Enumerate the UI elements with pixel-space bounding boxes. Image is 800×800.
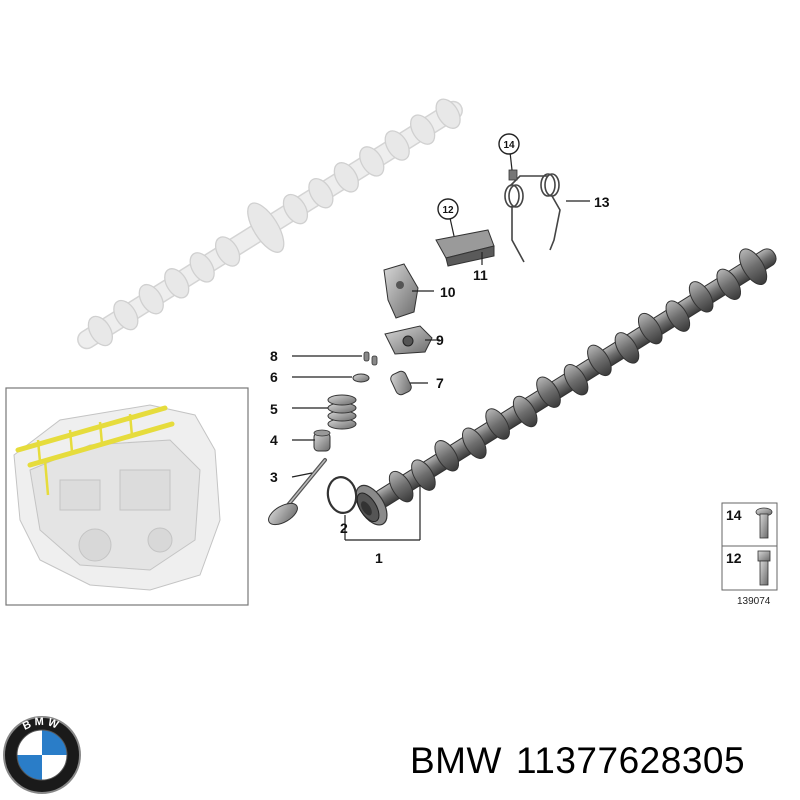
engine-inset — [5, 387, 249, 606]
bolt-14 — [508, 169, 518, 181]
callout-8: 8 — [270, 348, 278, 364]
torsion-spring — [504, 173, 561, 263]
lash-adjuster — [390, 370, 412, 396]
svg-text:14: 14 — [503, 140, 515, 151]
highlighted-camshafts — [15, 405, 175, 468]
callout-1: 1 — [375, 550, 383, 566]
callout-3: 3 — [270, 469, 278, 485]
circled-callout-12: 12 — [437, 198, 459, 220]
valve — [268, 458, 327, 526]
spring-retainer — [352, 373, 370, 383]
svg-text:12: 12 — [442, 205, 454, 216]
rocker-arm — [384, 325, 433, 355]
callout-10: 10 — [440, 284, 456, 300]
valve-keepers — [363, 351, 378, 366]
callout-11: 11 — [473, 267, 488, 283]
camshaft — [355, 248, 777, 526]
callout-7: 7 — [436, 375, 444, 391]
brand-name: BMW — [410, 740, 502, 781]
diagram-code: 139074 — [737, 596, 771, 607]
leader-lines — [291, 151, 590, 541]
brand-part-number: BMW 11377628305 — [410, 740, 795, 790]
part-number: 11377628305 — [515, 740, 746, 781]
gate-block — [435, 229, 495, 267]
callout-2: 2 — [340, 520, 348, 536]
intermediate-lever — [383, 263, 419, 319]
callout-4: 4 — [270, 432, 278, 448]
fastener-legend: 14 12 — [721, 502, 778, 591]
bolt-icon-14 — [755, 507, 773, 539]
circled-callout-14: 14 — [498, 133, 520, 155]
o-ring — [326, 476, 358, 514]
callout-9: 9 — [436, 332, 444, 348]
valve-spring — [327, 394, 357, 430]
legend-item-12: 12 — [726, 550, 742, 566]
callout-13: 13 — [594, 194, 610, 210]
valve-stem-seal — [313, 429, 331, 452]
callout-6: 6 — [270, 369, 278, 385]
bmw-logo: BMW — [3, 716, 81, 794]
callout-5: 5 — [270, 401, 278, 417]
ghost-camshaft — [77, 98, 463, 350]
legend-item-14: 14 — [726, 507, 742, 523]
svg-text:BMW: BMW — [21, 716, 63, 733]
bolt-icon-12 — [757, 550, 771, 586]
